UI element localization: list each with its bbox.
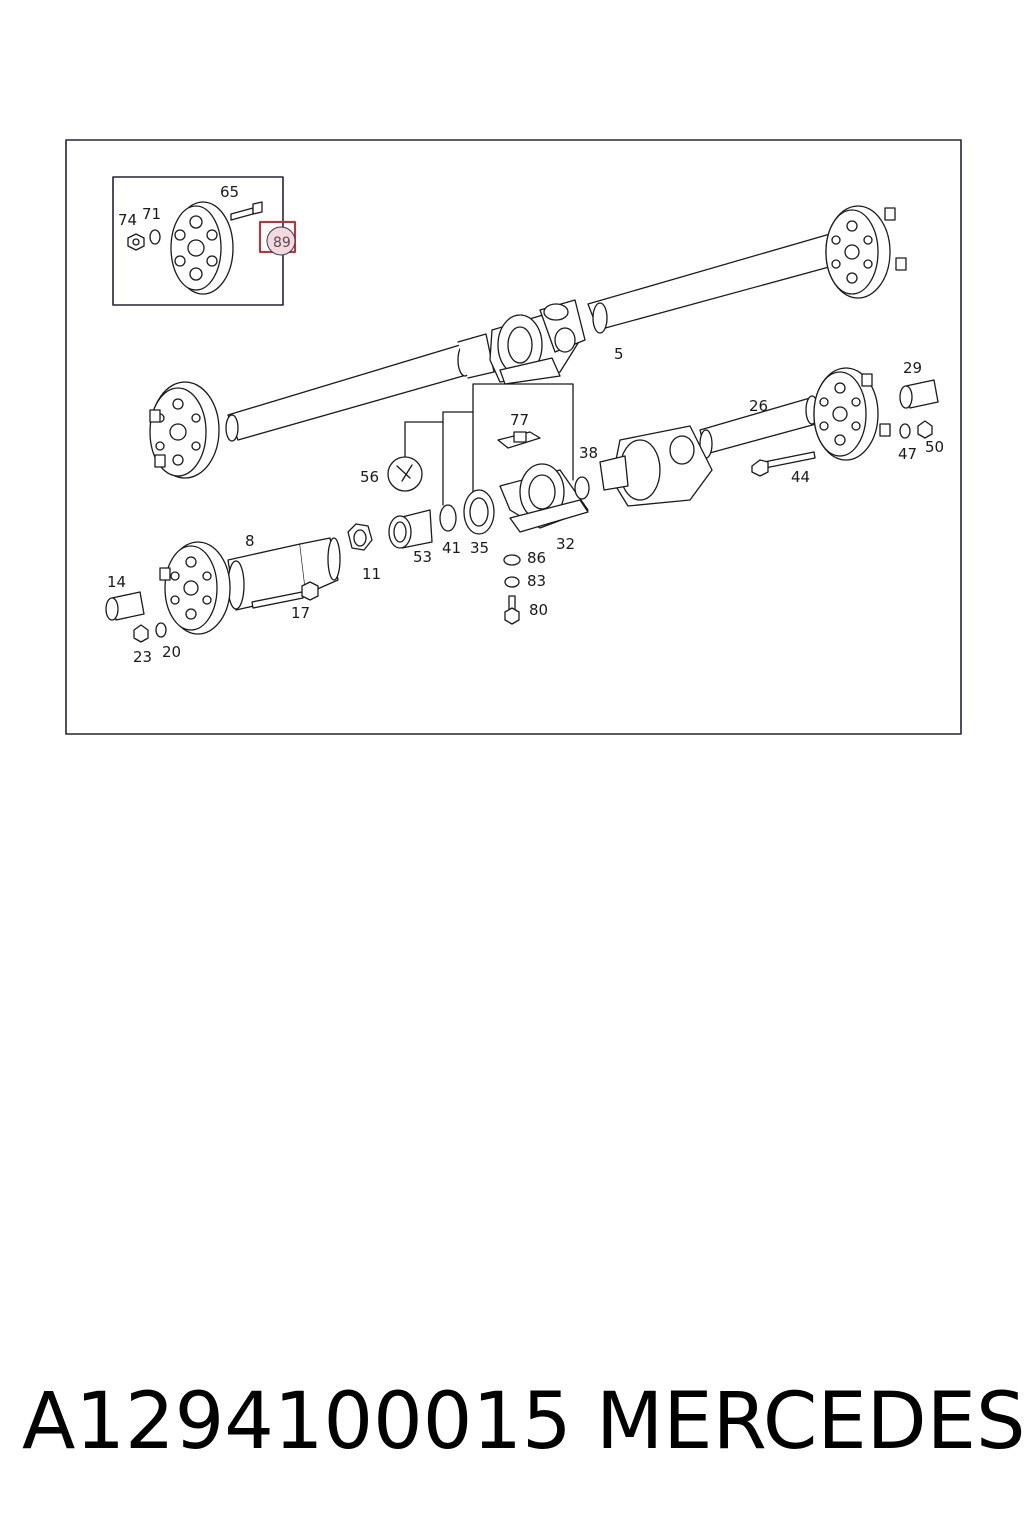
callout-56: 56 (360, 468, 379, 486)
callout-89: 89 (273, 235, 291, 251)
part-17-bolt (251, 581, 319, 609)
part-11-nut (347, 523, 373, 551)
lower-right-flex-disc (813, 367, 891, 461)
callout-labels: 65 74 71 89 5 29 26 77 56 38 47 50 44 8 … (107, 183, 944, 666)
callout-53: 53 (413, 548, 432, 566)
footer: A1294100015 MERCEDES (0, 1372, 1024, 1472)
callout-47: 47 (898, 445, 917, 463)
callout-71: 71 (142, 205, 161, 223)
upper-right-flex-disc (825, 205, 907, 299)
rear-shaft-tube (587, 231, 842, 334)
callout-77: 77 (510, 411, 529, 429)
callout-44: 44 (791, 468, 810, 486)
lower-left-flex-disc (159, 541, 231, 635)
part-38-ring (574, 476, 590, 500)
callout-23: 23 (133, 648, 152, 666)
part-29-bushing (899, 379, 939, 409)
callout-32: 32 (556, 535, 575, 553)
callout-38: 38 (579, 444, 598, 462)
callout-65: 65 (220, 183, 239, 201)
leader-bracket (404, 383, 574, 481)
upper-universal-joint (539, 299, 586, 353)
brand-name: MERCEDES (596, 1377, 1024, 1467)
part-44-bolt (751, 451, 816, 477)
rear-universal-joint (599, 425, 713, 507)
part-80-screw (504, 595, 520, 625)
part-8-shaft (227, 537, 341, 611)
callout-26: 26 (749, 397, 768, 415)
callout-5: 5 (614, 345, 624, 363)
part-47-washer (899, 423, 911, 439)
part-50-nut (917, 420, 933, 439)
callout-50: 50 (925, 438, 944, 456)
front-shaft-tube (225, 333, 495, 442)
part-20-washer (155, 622, 167, 638)
inset-bolt (230, 201, 263, 221)
part-86-washer (503, 554, 521, 566)
diagram-frame (65, 139, 962, 735)
highlight-circle (266, 226, 296, 256)
callout-29: 29 (903, 359, 922, 377)
upper-left-flex-disc (149, 381, 220, 479)
part-32-bearing-bracket (499, 463, 589, 533)
callout-14: 14 (107, 573, 126, 591)
inset-flex-disc (170, 201, 234, 295)
callout-41: 41 (442, 539, 461, 557)
wrench-symbol (387, 456, 423, 492)
part-23-nut (133, 624, 149, 643)
part-number: A1294100015 (22, 1377, 572, 1467)
parts-diagram: 65 74 71 89 5 29 26 77 56 38 47 50 44 8 … (65, 139, 962, 735)
inset-nut (127, 233, 145, 251)
callout-11: 11 (362, 565, 381, 583)
callout-35: 35 (470, 539, 489, 557)
part-83-spring-washer (504, 576, 520, 588)
callout-8: 8 (245, 532, 255, 550)
callout-83: 83 (527, 572, 546, 590)
part-14-bushing (105, 591, 145, 621)
part-53-sleeve (388, 509, 433, 549)
part-35-ball-bearing (463, 489, 495, 535)
callout-20: 20 (162, 643, 181, 661)
callout-74: 74 (118, 211, 137, 229)
callout-86: 86 (527, 549, 546, 567)
part-41-ring (439, 504, 457, 532)
part-77-clip (497, 431, 541, 449)
inset-washer (149, 229, 161, 245)
callout-80: 80 (529, 601, 548, 619)
callout-17: 17 (291, 604, 310, 622)
